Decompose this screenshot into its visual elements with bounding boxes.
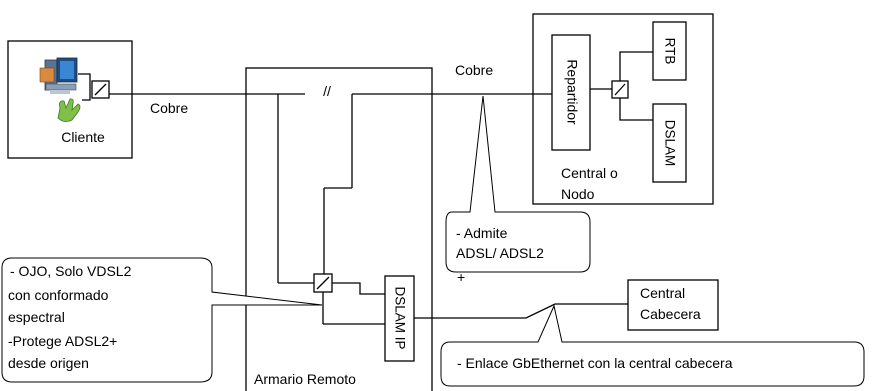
vdsl-callout-line5: desde origen — [8, 355, 89, 371]
cobre-right-label: Cobre — [455, 62, 493, 78]
adsl-callout-line2: ADSL/ ADSL2 — [456, 245, 544, 261]
armario-remoto-label: Armario Remoto — [254, 371, 356, 387]
hand-icon — [57, 98, 81, 122]
splitter-to-rtb-line — [619, 51, 653, 81]
dslam-central-label: DSLAM — [662, 120, 677, 167]
repartidor-box — [551, 34, 591, 151]
rtb-label: RTB — [662, 38, 677, 65]
dslam-ip-label: DSLAM IP — [392, 286, 407, 349]
vdsl-callout-bubble — [1, 257, 323, 383]
splitter-to-dslam-line — [619, 98, 653, 121]
gbethernet-link-line — [414, 303, 628, 319]
gbethernet-callout-bubble — [440, 304, 865, 387]
splitter-to-dslam-ip-line — [332, 282, 385, 295]
dslam-central-box — [652, 103, 687, 183]
cobre-left-label: Cobre — [150, 100, 188, 116]
repartidor-label: Repartidor — [564, 59, 580, 125]
adsl-callout-bubble — [445, 95, 591, 273]
rtb-box — [652, 21, 687, 81]
central-cabecera-box — [627, 279, 719, 331]
dslam-ip-box — [384, 275, 415, 362]
central-cabecera-label-1: Central — [640, 285, 685, 301]
line-break-mark: // — [323, 83, 331, 99]
adsl-callout-line1: - Admite — [456, 225, 508, 241]
vdsl-callout-line1: - OJO, Solo VDSL2 — [10, 263, 132, 279]
splitter-icon — [316, 276, 330, 290]
vdsl-callout-line3: espectral — [8, 309, 65, 325]
vdsl-callout-line2: con conformado — [8, 287, 109, 303]
central-nodo-label-2: Nodo — [561, 186, 595, 202]
central-nodo-label-1: Central o — [561, 165, 618, 181]
vdsl-callout-line4: -Protege ADSL2+ — [8, 333, 117, 349]
adsl-callout-line3: + — [457, 269, 465, 285]
central-cabecera-label-2: Cabecera — [640, 306, 701, 322]
splitter-icon — [94, 83, 107, 96]
splitter-icon — [614, 83, 626, 96]
gbethernet-callout-line1: - Enlace GbEthernet con la central cabec… — [457, 355, 733, 371]
cliente-label: Cliente — [61, 129, 105, 145]
computer-icon — [39, 57, 78, 94]
client-connector — [78, 73, 91, 101]
